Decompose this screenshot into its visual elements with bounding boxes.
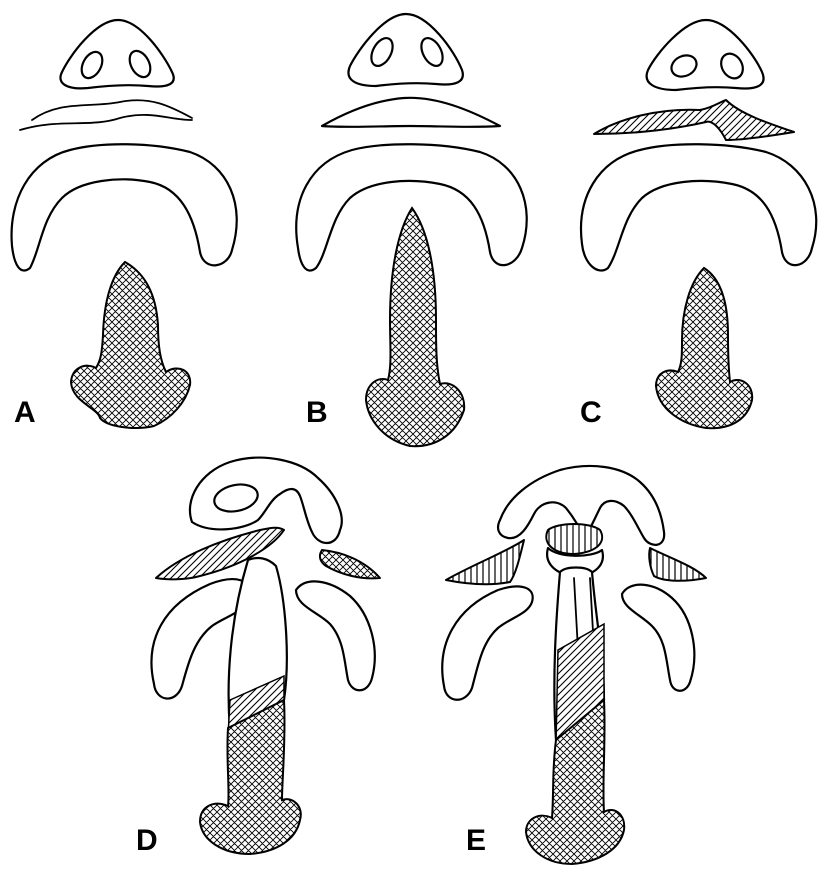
panel-e-arch-left <box>442 586 532 699</box>
panel-b-crosshatched-mass <box>366 208 464 446</box>
panel-a-crosshatched-mass <box>71 262 190 428</box>
panel-c-nasal-placode <box>647 20 764 90</box>
panel-c-crosshatched-mass <box>656 268 752 428</box>
panel-e: E <box>442 466 706 864</box>
panel-b-nasal-placode <box>348 14 462 86</box>
panel-d-label: D <box>136 824 158 857</box>
panel-c-arch <box>581 144 816 270</box>
panel-b: B <box>296 14 526 446</box>
panel-c: C <box>580 20 816 429</box>
panel-e-vertical-hatched-disc <box>546 524 602 554</box>
panel-a-label: A <box>14 396 36 429</box>
panel-e-label: E <box>466 824 486 857</box>
panel-e-arch-right <box>622 585 694 691</box>
panel-d-crosshatched-base <box>200 700 301 854</box>
panel-c-label: C <box>580 396 602 429</box>
panel-a-nasal-placode <box>60 20 173 88</box>
panel-c-hatched-process <box>594 100 794 140</box>
panel-a: A <box>12 20 237 429</box>
panel-d: D <box>136 458 380 857</box>
panel-a-frontonasal-band-lower <box>20 115 192 130</box>
panel-d-hatched-right <box>320 550 380 578</box>
panel-b-label: B <box>306 396 328 429</box>
panel-a-arch <box>12 144 237 270</box>
panel-d-arch-right <box>296 581 375 690</box>
panel-e-crosshatched-base <box>526 700 624 864</box>
panel-e-hatched-left <box>446 540 524 584</box>
panel-e-hatched-right <box>649 548 706 581</box>
panel-b-frontonasal-band <box>322 98 500 127</box>
